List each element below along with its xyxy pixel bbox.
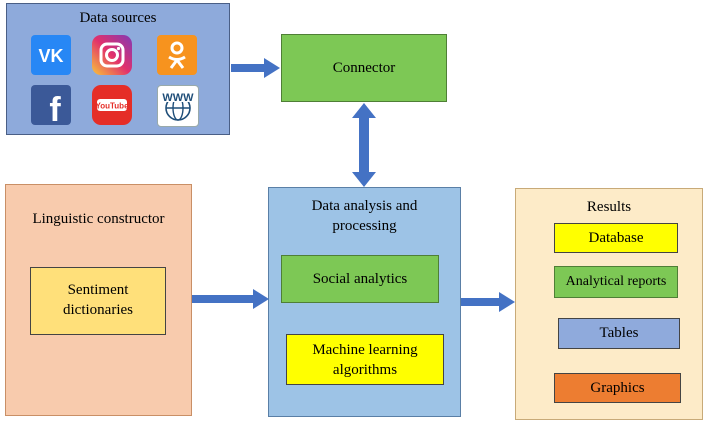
connector-label: Connector (332, 60, 396, 76)
results-panel: Results Database Analytical reports Tabl… (515, 188, 703, 420)
data-sources-title: Data sources (79, 10, 157, 26)
www-icon: WWW (157, 85, 199, 127)
data-analysis-panel: Data analysis and processing Social anal… (268, 187, 461, 417)
svg-text:VK: VK (38, 46, 63, 66)
sentiment-line-2: dictionaries (63, 302, 133, 318)
graphics-label: Graphics (590, 380, 645, 396)
connector-box: Connector (281, 34, 447, 102)
youtube-icon: YouTube (92, 85, 132, 125)
svg-text:f: f (49, 91, 61, 125)
data-analysis-title-2: processing (332, 218, 397, 234)
arrow-linguistic-to-analysis (192, 289, 269, 309)
graphics-box: Graphics (554, 373, 681, 403)
svg-text:YouTube: YouTube (95, 102, 129, 111)
vk-icon: VK (31, 35, 71, 75)
results-title: Results (586, 199, 632, 215)
sentiment-line-1: Sentiment (67, 282, 129, 298)
data-sources-panel: Data sources VK f YouTube (6, 3, 230, 135)
instagram-icon (92, 35, 132, 75)
svg-text:WWW: WWW (162, 92, 194, 104)
arrow-sources-to-connector (231, 58, 280, 78)
tables-box: Tables (558, 318, 680, 349)
ml-algorithms-box: Machine learning algorithms (286, 334, 444, 385)
facebook-icon: f (31, 85, 71, 129)
linguistic-constructor-title: Linguistic constructor (32, 211, 165, 227)
tables-label: Tables (599, 325, 639, 341)
ml-line-1: Machine learning (312, 342, 418, 358)
linguistic-constructor-panel: Linguistic constructor Sentiment diction… (5, 184, 192, 416)
database-box: Database (554, 223, 678, 253)
sentiment-dictionaries-box: Sentiment dictionaries (30, 267, 166, 335)
arrow-connector-analysis (352, 103, 376, 187)
ml-line-2: algorithms (332, 362, 398, 378)
data-analysis-title-1: Data analysis and (311, 198, 418, 214)
database-label: Database (588, 230, 644, 246)
analytical-reports-box: Analytical reports (554, 266, 678, 298)
arrow-analysis-to-results (461, 292, 515, 312)
odnoklassniki-icon (157, 35, 197, 75)
social-analytics-box: Social analytics (281, 255, 439, 303)
analytical-reports-label: Analytical reports (565, 274, 667, 289)
social-analytics-label: Social analytics (312, 271, 408, 287)
